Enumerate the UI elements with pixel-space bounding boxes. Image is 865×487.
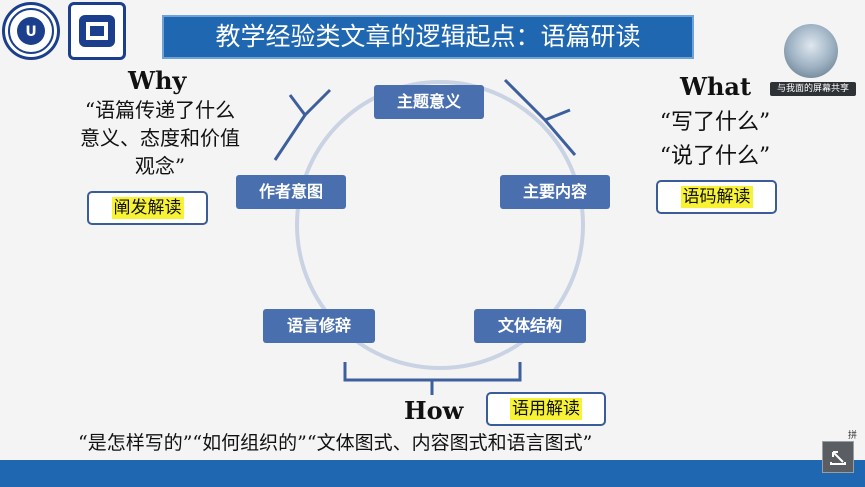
- node-main-content: 主要内容: [500, 175, 610, 209]
- what-line-1: “写了什么”: [659, 110, 771, 135]
- node-language-rhetoric: 语言修辞: [263, 309, 375, 343]
- why-line-3: 观念”: [134, 154, 186, 178]
- what-heading: What: [680, 72, 752, 101]
- why-description: “语篇传递了什么 意义、态度和价值 观念”: [60, 96, 260, 180]
- university-logo: U: [2, 2, 60, 60]
- cycle-diagram: [273, 78, 585, 395]
- node-genre-structure: 文体结构: [474, 309, 586, 343]
- node-author-intent: 作者意图: [236, 175, 346, 209]
- how-heading: How: [404, 396, 464, 425]
- why-line-1: “语篇传递了什么: [84, 98, 236, 122]
- expand-icon: [830, 451, 846, 465]
- slide-title: 教学经验类文章的逻辑起点：语篇研读: [162, 15, 694, 59]
- why-heading: Why: [128, 66, 187, 95]
- tag-code-label: 语码解读: [680, 186, 753, 208]
- avatar-icon[interactable]: [784, 24, 838, 78]
- how-description: “是怎样写的”“如何组织的”“文体图式、内容图式和语言图式”: [78, 432, 593, 454]
- slide: U 教学经验类文章的逻辑起点：语篇研读 主题意义 主要内容 文体结构 语言修辞 …: [2, 2, 800, 467]
- corner-text: 拼: [848, 431, 858, 441]
- institute-logo: [68, 2, 126, 60]
- what-line-2: “说了什么”: [659, 144, 771, 169]
- tag-code-reading: 语码解读: [656, 180, 777, 214]
- why-line-2: 意义、态度和价值: [80, 126, 240, 150]
- screen-share-widget[interactable]: 与我面的屏幕共享: [770, 20, 856, 102]
- slide-footer-bar: [0, 460, 865, 487]
- expand-button[interactable]: [822, 441, 854, 473]
- tag-interpretive-label: 阐发解读: [111, 197, 184, 219]
- tag-interpretive-reading: 阐发解读: [87, 191, 208, 225]
- screen-share-label: 与我面的屏幕共享: [770, 82, 856, 96]
- what-description: “写了什么” “说了什么”: [630, 106, 800, 174]
- tag-pragmatic-label: 语用解读: [510, 398, 582, 420]
- tag-pragmatic-reading: 语用解读: [486, 392, 606, 426]
- svg-text:U: U: [25, 24, 36, 40]
- node-theme-meaning: 主题意义: [374, 85, 484, 119]
